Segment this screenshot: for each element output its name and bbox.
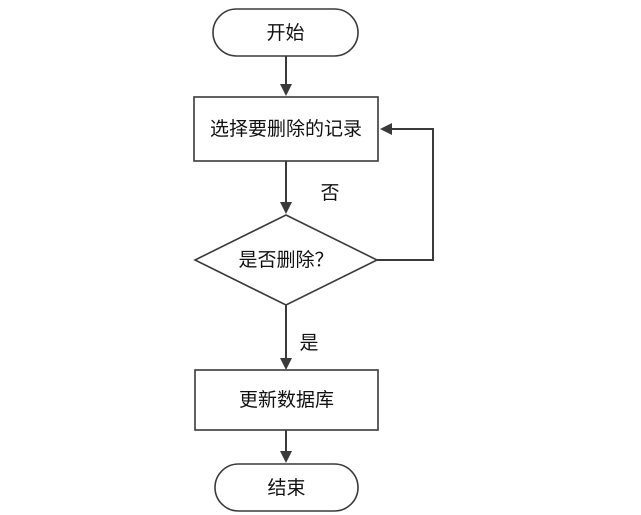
start-node: 开始: [212, 8, 359, 57]
edge-yes-to-update: [280, 305, 292, 370]
select-record-label: 选择要删除的记录: [210, 118, 362, 140]
update-db-label: 更新数据库: [239, 389, 334, 411]
edge-select-to-decision: [280, 161, 292, 214]
start-label: 开始: [266, 22, 304, 44]
update-db-node: 更新数据库: [194, 369, 379, 431]
confirm-delete-label: 是否删除？: [238, 249, 333, 271]
yes-edge-label: 是: [299, 332, 318, 354]
select-record-node: 选择要删除的记录: [193, 96, 379, 162]
edge-update-to-end: [280, 430, 292, 463]
end-label: 结束: [267, 477, 305, 499]
confirm-delete-node: 是否删除？: [193, 214, 379, 306]
edge-no-loop: [377, 123, 434, 261]
edge-start-to-select: [280, 56, 292, 96]
no-edge-label: 否: [320, 182, 339, 204]
end-node: 结束: [214, 463, 359, 512]
